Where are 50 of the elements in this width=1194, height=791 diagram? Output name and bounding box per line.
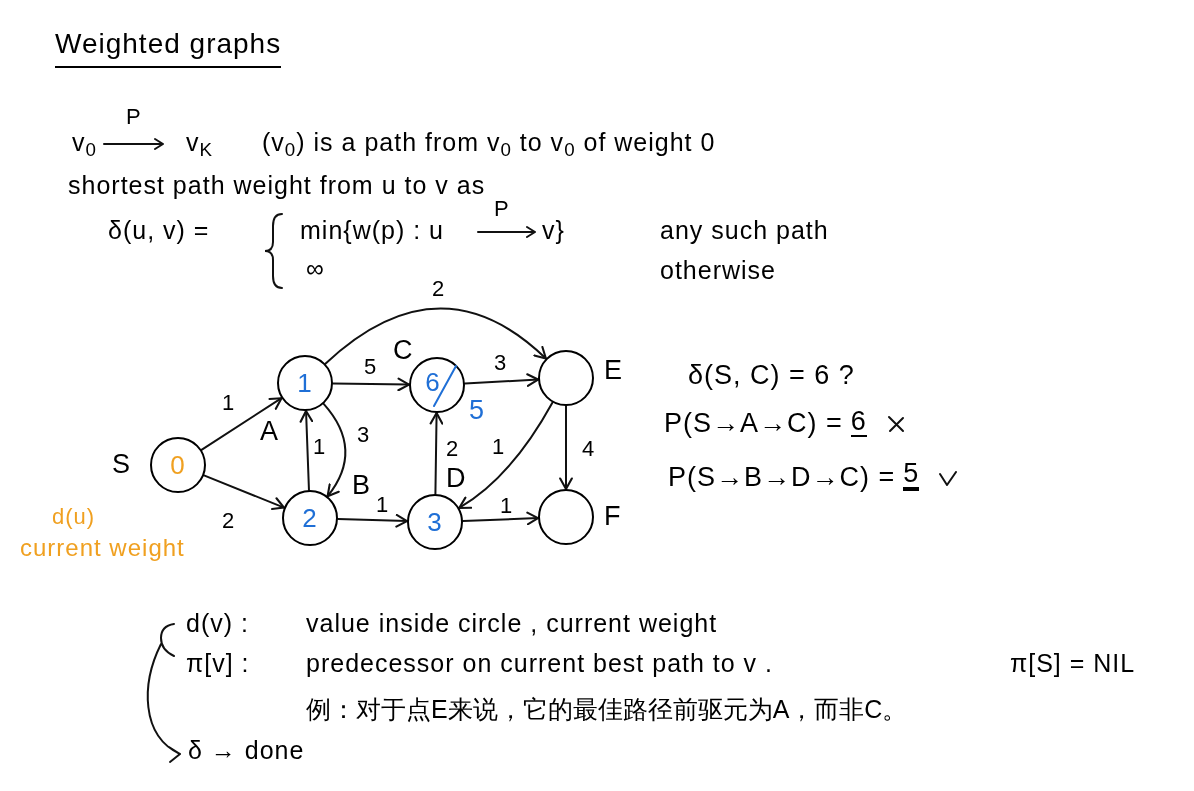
note-text: δ → done — [188, 738, 305, 763]
formula-text: ∞ — [306, 256, 325, 281]
note-text: (v$_{0}$) is a path from v$_{0}$ to v$_{0}$ of weight 0 — [262, 130, 716, 155]
title: Weighted graphs — [55, 30, 282, 68]
annotation-text: current weight — [20, 536, 185, 560]
node-label: B — [352, 472, 370, 499]
node-value: 0 — [170, 452, 186, 478]
note-text: value inside circle , current weight — [306, 611, 718, 636]
arrow — [429, 411, 444, 495]
node-label: C — [393, 337, 413, 364]
arrow — [458, 401, 554, 509]
updated-value: 5 — [469, 397, 485, 424]
math-symbol: v$_{0}$ — [72, 130, 97, 155]
formula-text: min{w(p) : u — [300, 218, 444, 243]
note-text: otherwise — [660, 258, 776, 283]
arrow — [324, 307, 547, 365]
math-symbol: v$_{K}$ — [186, 130, 213, 155]
formula-text: P(S→B→D→C) = — [668, 464, 896, 491]
arrow — [299, 409, 314, 491]
formula-text: δ(S, C) = 6 ? — [688, 362, 855, 389]
formula-text: v} — [542, 218, 565, 243]
note-text: any such path — [660, 218, 829, 243]
node-value: 6 — [425, 369, 441, 395]
node-value: 1 — [297, 370, 313, 396]
arrow — [200, 397, 283, 451]
arrow — [559, 405, 573, 491]
underlined-value: 5 — [903, 460, 920, 491]
node-value: 3 — [427, 509, 443, 535]
formula-text: P(S→A→C) = — [664, 410, 843, 437]
arrow — [337, 513, 409, 528]
arrow-label: P — [126, 106, 142, 128]
node-label: E — [604, 357, 622, 384]
node-label: A — [260, 418, 278, 445]
formula-text: δ(u, v) = — [108, 218, 210, 243]
arrow — [462, 511, 540, 526]
note-text: predecessor on current best path to v . — [306, 651, 773, 676]
annotation-text: d(u) — [52, 506, 96, 528]
arrow — [322, 402, 347, 498]
node-value: 2 — [302, 505, 318, 531]
formula-text: π[S] = NIL — [1010, 651, 1136, 676]
node-label: S — [112, 451, 130, 478]
arrow-label: P — [494, 198, 510, 220]
node-label: F — [604, 503, 621, 530]
term-text: d(v) : — [186, 611, 249, 636]
note-text: 例：对于点E来说，它的最佳路径前驱元为A，而非C。 — [306, 697, 908, 722]
node-label: D — [446, 465, 466, 492]
note-text: shortest path weight from u to v as — [68, 173, 486, 198]
arrow — [332, 377, 411, 392]
underlined-value: 6 — [850, 408, 867, 437]
term-text: π[v] : — [186, 651, 250, 676]
